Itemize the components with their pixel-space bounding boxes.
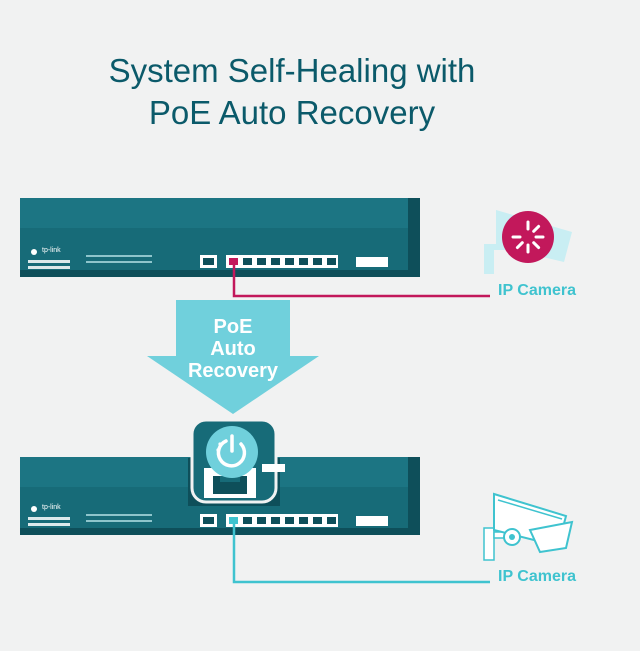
brand-logo-bottom: tp-link	[42, 504, 61, 511]
fault-link	[232, 265, 490, 298]
camera-label-bottom: IP Camera	[498, 568, 576, 585]
title-line-2: PoE Auto Recovery	[148, 94, 436, 131]
recovery-badge-text: PoE Auto Recovery	[175, 316, 291, 382]
power-recovery-icon	[216, 434, 247, 468]
camera-top	[484, 210, 572, 274]
recovery-arrow	[147, 300, 319, 414]
page-title: System Self-Healing with PoE Auto Recove…	[0, 50, 584, 134]
brand-logo-top: tp-link	[42, 247, 61, 254]
magnifier	[188, 418, 285, 506]
badge-line-3: Recovery	[187, 360, 279, 382]
title-line-1: System Self-Healing with	[108, 52, 476, 89]
sfp-slot	[356, 257, 388, 267]
switch-top	[20, 198, 420, 277]
badge-line-1: PoE	[213, 316, 253, 338]
port-row-bottom	[226, 514, 338, 527]
loading-icon	[511, 220, 545, 254]
badge-line-2: Auto	[210, 338, 256, 360]
port-row-top	[226, 255, 338, 268]
camera-label-top: IP Camera	[498, 282, 576, 299]
camera-bottom	[483, 492, 574, 561]
vent-grille	[86, 255, 152, 263]
ok-link	[232, 524, 490, 584]
